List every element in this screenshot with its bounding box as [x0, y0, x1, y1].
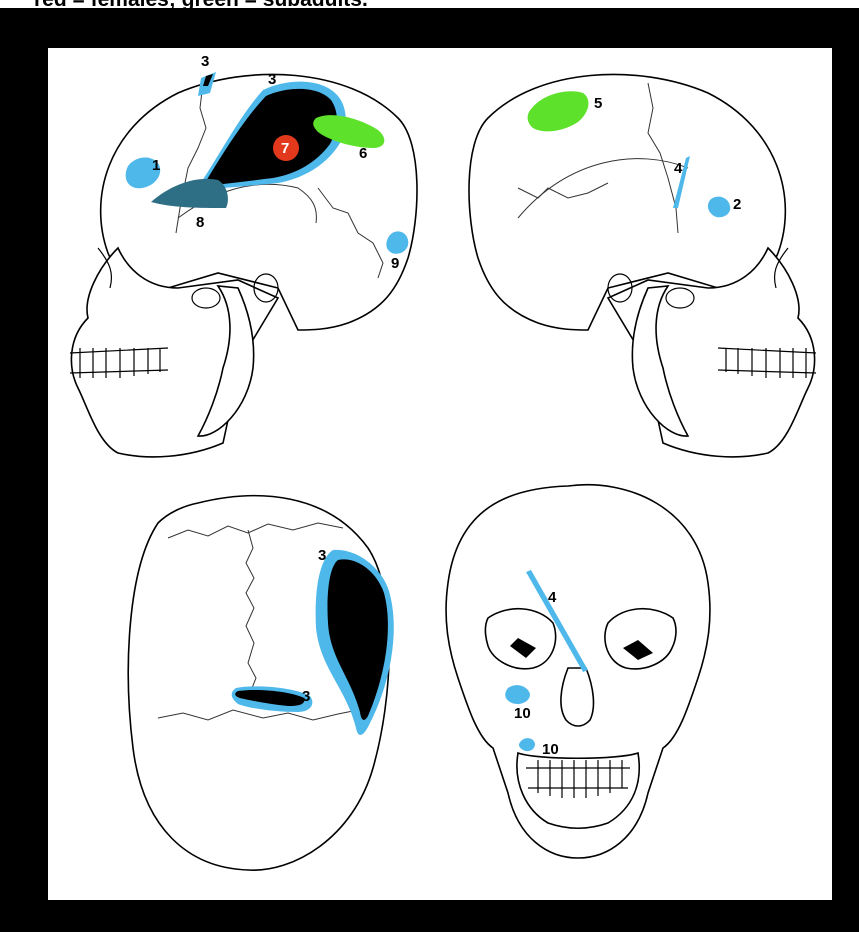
- left-label-8: 8: [196, 214, 204, 231]
- frontal-label-10-lower: 10: [542, 741, 559, 758]
- right-label-5: 5: [594, 95, 602, 112]
- left-label-7: 7: [281, 140, 289, 157]
- frontal-nasal-cavity: [561, 668, 594, 726]
- skull-diagram: 1 3 3 6 7 8 9 2 4: [48, 48, 832, 900]
- right-label-2: 2: [733, 196, 741, 213]
- right-label-4: 4: [674, 160, 683, 177]
- frontal-skull: 4 10 10: [446, 485, 710, 858]
- frontal-label-4: 4: [548, 589, 557, 606]
- left-label-9: 9: [391, 255, 399, 272]
- superior-skull: 3 3: [128, 496, 393, 870]
- left-label-3-top: 3: [201, 53, 209, 70]
- right-lateral-skull: 2 4 5: [469, 74, 816, 456]
- diagram-canvas: 1 3 3 6 7 8 9 2 4: [48, 48, 832, 900]
- left-label-1: 1: [152, 157, 160, 174]
- left-label-6: 6: [359, 145, 367, 162]
- superior-label-3-large: 3: [318, 547, 326, 564]
- left-label-3-large: 3: [268, 71, 276, 88]
- left-lateral-skull: 1 3 3 6 7 8 9: [70, 53, 417, 457]
- superior-label-3-small: 3: [302, 688, 310, 705]
- frontal-label-10-upper: 10: [514, 705, 531, 722]
